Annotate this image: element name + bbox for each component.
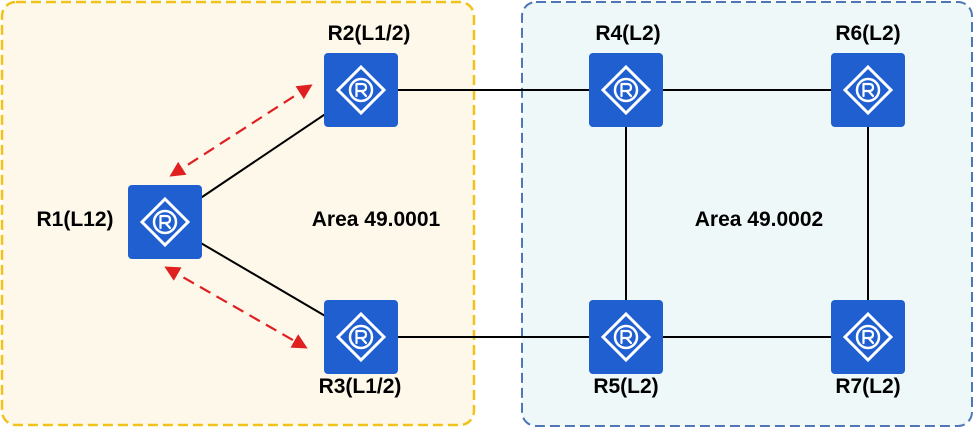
router-icon	[600, 64, 652, 116]
router-icon	[842, 64, 894, 116]
router-letter-mark	[355, 82, 368, 98]
router-r3[interactable]	[324, 300, 398, 374]
router-letter-mark	[159, 214, 172, 230]
router-r5[interactable]	[589, 300, 663, 374]
router-r7[interactable]	[831, 300, 905, 374]
router-ring	[348, 77, 374, 103]
routers-layer	[128, 53, 905, 374]
router-label-r1: R1(L12)	[36, 208, 113, 231]
router-ring	[348, 324, 374, 350]
hello-arrow-r1-r3	[164, 266, 308, 349]
router-letter-mark	[355, 329, 368, 345]
router-label-r4: R4(L2)	[595, 22, 660, 45]
router-r1[interactable]	[128, 185, 202, 259]
diamond-shape	[842, 311, 894, 363]
router-ring	[152, 209, 178, 235]
router-letter-mark	[862, 82, 875, 98]
router-r2[interactable]	[324, 53, 398, 127]
router-icon	[335, 64, 387, 116]
area-label-area1: Area 49.0001	[312, 208, 441, 231]
router-r4[interactable]	[589, 53, 663, 127]
router-icon	[139, 196, 191, 248]
router-ring	[855, 324, 881, 350]
router-label-r7: R7(L2)	[835, 375, 900, 398]
router-ring	[613, 324, 639, 350]
router-icon	[842, 311, 894, 363]
router-icon	[335, 311, 387, 363]
router-letter-mark	[620, 82, 633, 98]
router-label-r2: R2(L1/2)	[328, 22, 411, 45]
router-ring	[855, 77, 881, 103]
area-label-area2: Area 49.0002	[695, 208, 823, 231]
router-letter-mark	[620, 329, 633, 345]
router-label-r6: R6(L2)	[835, 22, 900, 45]
diamond-shape	[600, 64, 652, 116]
router-ring	[613, 77, 639, 103]
hello-arrow-r1-r2	[169, 84, 313, 177]
router-label-r5: R5(L2)	[593, 375, 658, 398]
diamond-shape	[842, 64, 894, 116]
hello-arrows-layer	[164, 84, 313, 349]
diamond-shape	[600, 311, 652, 363]
diamond-shape	[335, 311, 387, 363]
router-letter-mark	[862, 329, 875, 345]
router-label-r3: R3(L1/2)	[319, 375, 402, 398]
diamond-shape	[335, 64, 387, 116]
router-icon	[600, 311, 652, 363]
router-r6[interactable]	[831, 53, 905, 127]
diamond-shape	[139, 196, 191, 248]
